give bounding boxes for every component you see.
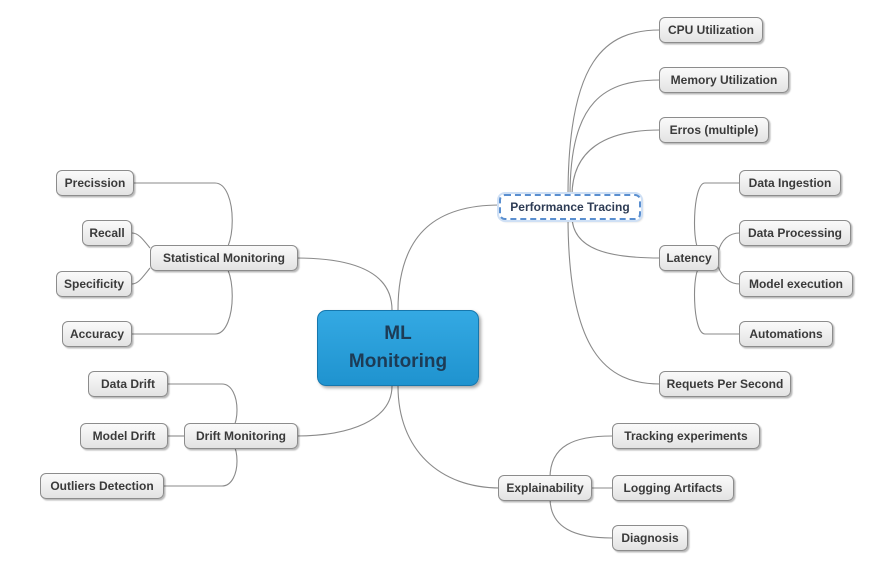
node-data-ingestion[interactable]: Data Ingestion xyxy=(739,170,841,196)
node-explainability[interactable]: Explainability xyxy=(498,475,592,501)
central-title-line1: ML xyxy=(384,323,412,344)
link-perf-erros xyxy=(571,129,661,197)
node-accuracy[interactable]: Accuracy xyxy=(62,321,132,347)
node-cpu-utilization[interactable]: CPU Utilization xyxy=(659,17,763,43)
node-recall[interactable]: Recall xyxy=(82,220,132,246)
link-expl-diagnosis xyxy=(549,497,613,539)
node-drift-monitoring[interactable]: Drift Monitoring xyxy=(184,423,298,449)
node-precission[interactable]: Precission xyxy=(56,170,134,196)
node-memory-utilization[interactable]: Memory Utilization xyxy=(659,67,789,93)
link-perf-requets xyxy=(567,215,661,385)
link-center-statistical xyxy=(295,257,393,311)
node-specificity[interactable]: Specificity xyxy=(56,271,132,297)
link-center-drift xyxy=(295,385,393,437)
node-requets-per-second[interactable]: Requets Per Second xyxy=(659,371,791,397)
link-center-explainability xyxy=(397,385,501,489)
central-node-ml-monitoring[interactable]: ML Monitoring xyxy=(317,310,479,386)
link-stat-specificity xyxy=(131,267,151,285)
node-data-drift[interactable]: Data Drift xyxy=(88,371,168,397)
node-model-drift[interactable]: Model Drift xyxy=(80,423,168,449)
node-erros-multiple[interactable]: Erros (multiple) xyxy=(659,117,769,143)
node-performance-tracing[interactable]: Performance Tracing xyxy=(499,194,641,220)
link-perf-cpu xyxy=(567,29,661,197)
node-logging-artifacts[interactable]: Logging Artifacts xyxy=(612,475,734,501)
link-perf-memory xyxy=(569,79,661,197)
node-statistical-monitoring[interactable]: Statistical Monitoring xyxy=(150,245,298,271)
link-perf-latency xyxy=(571,215,661,259)
node-automations[interactable]: Automations xyxy=(739,321,833,347)
node-tracking-experiments[interactable]: Tracking experiments xyxy=(612,423,760,449)
link-stat-recall xyxy=(131,232,151,249)
link-latency-ingestion xyxy=(694,182,740,251)
node-latency[interactable]: Latency xyxy=(659,245,719,271)
node-outliers-detection[interactable]: Outliers Detection xyxy=(40,473,164,499)
node-data-processing[interactable]: Data Processing xyxy=(739,220,851,246)
link-latency-automations xyxy=(694,267,740,335)
link-center-performance xyxy=(397,204,501,311)
central-title-line2: Monitoring xyxy=(348,351,448,372)
link-expl-tracking xyxy=(549,435,613,479)
node-diagnosis[interactable]: Diagnosis xyxy=(612,525,688,551)
link-latency-processing xyxy=(717,232,741,253)
node-model-execution[interactable]: Model execution xyxy=(739,271,853,297)
link-latency-execution xyxy=(717,265,741,285)
